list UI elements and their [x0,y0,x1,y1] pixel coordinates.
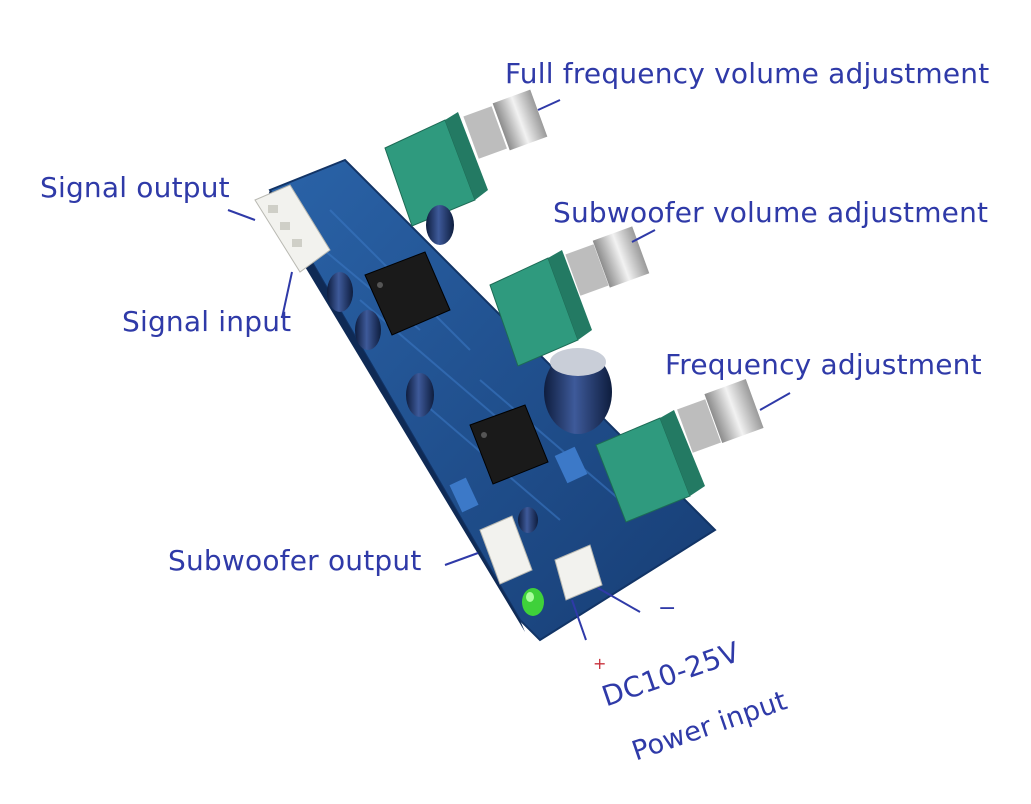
plus-symbol: + [593,654,607,673]
frequency-pot [595,379,764,523]
subwoofer-volume-label: Subwoofer volume adjustment [553,196,989,229]
signal-output-label: Signal output [40,171,230,204]
capacitor-small [327,205,538,533]
frequency-label: Frequency adjustment [665,348,982,381]
capacitor-large [544,348,612,434]
signal-input-label: Signal input [122,305,292,338]
subwoofer-volume-pot [489,226,650,367]
power-led [522,588,544,616]
ic-chip-2 [469,404,549,485]
full-volume-pot [384,89,548,227]
subwoofer-output-label: Subwoofer output [168,544,422,577]
signal-connector [254,184,331,273]
subwoofer-output-connector [479,515,533,585]
full-volume-label: Full frequency volume adjustment [505,57,990,90]
ic-chip-1 [364,251,451,336]
film-capacitors [449,446,588,513]
minus-symbol: − [658,596,677,621]
power-connector [554,544,603,601]
leader-lines [227,99,791,641]
